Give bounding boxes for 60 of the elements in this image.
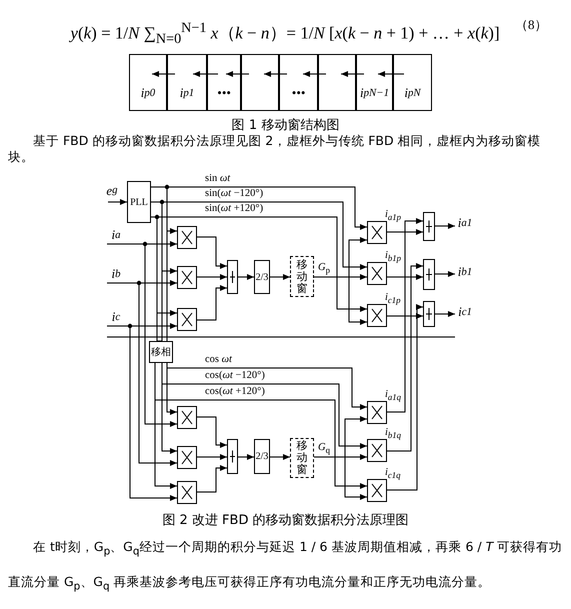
arrow: [270, 274, 290, 280]
edge-label: G$_{q}$: [318, 442, 330, 456]
arrow: [340, 71, 364, 77]
arrow: [314, 276, 368, 325]
arrow: [166, 362, 368, 410]
arrow: [314, 456, 368, 500]
pll-block: PLL: [127, 181, 151, 223]
paragraph: 在 t时刻，G$_{p}$、G$_{q}$经过一个周期的积分与延迟 1 / 6 基波周期值相减，再乘 6 / T 可获得有功直流分量 G$_{p}$、G$_{q}$ 再乘基波参考电压可获得正序有功电流分量和正序无功电流分量。: [8, 538, 564, 594]
arrow: [226, 71, 250, 77]
arrow: [196, 454, 228, 460]
moving-window-block: 移动窗: [290, 256, 314, 297]
arrow: [386, 304, 424, 490]
arrow: [386, 313, 424, 319]
arrow: [238, 274, 254, 280]
equation: y(k) = 1/N ∑$_{N=0}$$^{N−1}$ x（k − n）= 1/N [x(k − n + 1) + … + x(k)]: [68, 19, 501, 50]
arrow: [108, 199, 128, 205]
edge-label: cos(ωt +120°): [205, 386, 265, 398]
arrow: [302, 71, 326, 77]
arrow: [238, 454, 254, 460]
arrow: [386, 218, 424, 412]
paragraph: 基于 FBD 的移动窗数据积分法原理见图 2，虚框外与传统 FBD 相同，虚框内为移动窗模块。: [8, 133, 542, 165]
gain-block: 2/3: [254, 439, 270, 474]
phase-shift-block: 移相: [149, 341, 173, 363]
arrow: [162, 362, 368, 449]
window-cell: [318, 54, 356, 111]
arrow: [196, 285, 228, 320]
signal-label: i$_{a1q}$: [385, 389, 402, 403]
arrow: [386, 229, 424, 235]
arrow: [154, 362, 368, 489]
gain-block: 2/3: [254, 260, 270, 294]
window-cell: •••: [279, 54, 318, 111]
equation-number: （8）: [515, 16, 548, 34]
arrow: [196, 465, 228, 492]
signal-label: i$_{b1p}$: [385, 250, 402, 264]
arrow: [386, 263, 424, 452]
arrow: [196, 416, 228, 448]
window-cell: [241, 54, 279, 111]
arrow: [196, 274, 228, 280]
arrow: [264, 71, 288, 77]
figure-caption: 图 1 移动窗结构图: [230, 117, 340, 134]
arrow: [192, 71, 218, 77]
arrow: [196, 236, 228, 269]
figure-caption: 图 2 改进 FBD 的移动窗数据积分法原理图: [161, 512, 410, 529]
arrow: [270, 454, 290, 460]
arrow: [434, 271, 456, 277]
arrow: [434, 311, 456, 317]
arrow: [152, 71, 176, 77]
signal-label: i$_{b1q}$: [385, 427, 402, 441]
moving-window-block: 移动窗: [290, 438, 314, 478]
arrow: [386, 274, 424, 280]
signal-label: i$_{a1p}$: [385, 209, 402, 223]
signal-label: i$_{c1q}$: [385, 467, 401, 481]
edge-label: G$_{p}$: [318, 262, 330, 276]
edge-label: cos(ωt −120°): [205, 370, 265, 382]
edge-label: sin(ωt +120°): [205, 203, 264, 215]
signal-label: i$_{c1p}$: [385, 292, 401, 306]
arrow: [434, 223, 456, 229]
edge-label: sin(ωt −120°): [205, 188, 264, 200]
arrow: [378, 71, 404, 77]
window-cell: •••: [207, 54, 241, 111]
